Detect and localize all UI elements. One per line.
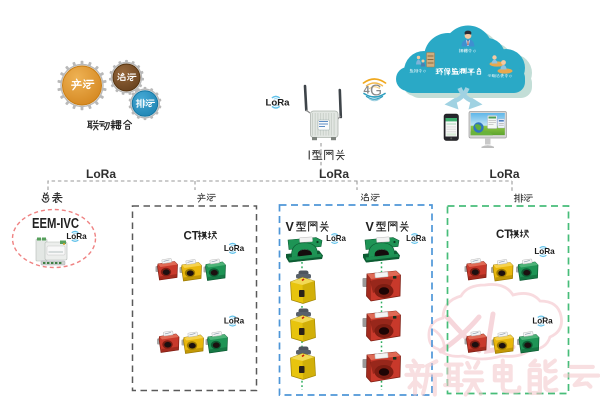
svg-text:LoRa: LoRa (66, 232, 87, 241)
svg-text:4: 4 (364, 85, 371, 97)
svg-text:LoRa: LoRa (319, 167, 349, 181)
svg-text:I: I (308, 149, 311, 163)
svg-text:LoRa: LoRa (406, 234, 426, 243)
svg-text:LoRa: LoRa (326, 234, 346, 243)
svg-text:CT: CT (496, 229, 511, 241)
svg-text:LoRa: LoRa (534, 247, 555, 256)
svg-text:LoRa: LoRa (490, 167, 520, 181)
svg-text:LoRa: LoRa (265, 97, 290, 108)
svg-text:G: G (370, 83, 382, 100)
svg-text:LoRa: LoRa (224, 244, 245, 253)
svg-text:EEM-IVC: EEM-IVC (32, 216, 79, 232)
svg-text:LoRa: LoRa (86, 167, 116, 181)
svg-text:V: V (366, 220, 375, 234)
svg-text:LoRa: LoRa (532, 317, 553, 326)
svg-text:LoRa: LoRa (224, 317, 245, 326)
svg-text:CT: CT (184, 231, 199, 243)
svg-text:V: V (286, 220, 295, 234)
